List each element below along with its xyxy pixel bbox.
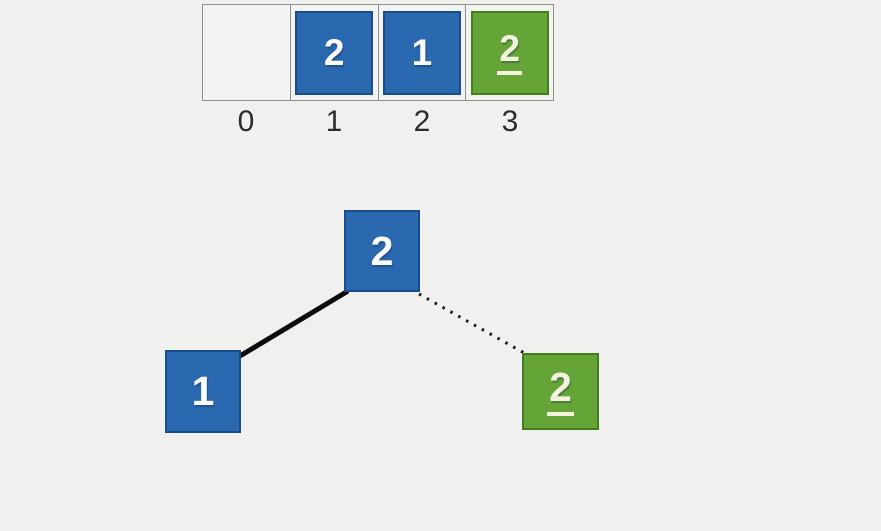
index-label-3: 3 (501, 105, 519, 138)
array-cell-2-value: 1 (411, 32, 433, 73)
tree-node-left-child: 1 (165, 350, 241, 433)
array-cell-1: 2 (291, 5, 379, 100)
edge-root-to-left-child (238, 288, 350, 359)
array-cell-1-value: 2 (323, 32, 345, 73)
index-label-1: 1 (325, 105, 343, 138)
array-cell-0 (203, 5, 291, 100)
array-cell-2: 1 (379, 5, 467, 100)
array-index-row: 0 1 2 3 (202, 104, 554, 140)
tree-node-left-child-value: 1 (191, 368, 215, 414)
edge-root-to-right-child (418, 292, 527, 356)
tree-node-root-value: 2 (370, 227, 394, 274)
array-cell-3-square: 2 (470, 10, 549, 95)
array-cell-2-square: 1 (382, 10, 461, 95)
array-cell-3-value: 2 (497, 30, 522, 75)
array-container: 2 1 2 (202, 4, 554, 101)
array-cell-1-square: 2 (295, 10, 374, 95)
array-cell-3: 2 (466, 5, 553, 100)
index-label-0: 0 (237, 105, 255, 138)
index-label-2: 2 (413, 105, 431, 138)
tree-node-right-child: 2 (522, 353, 599, 430)
tree-node-right-child-value: 2 (547, 367, 574, 416)
tree-node-root: 2 (344, 210, 420, 292)
